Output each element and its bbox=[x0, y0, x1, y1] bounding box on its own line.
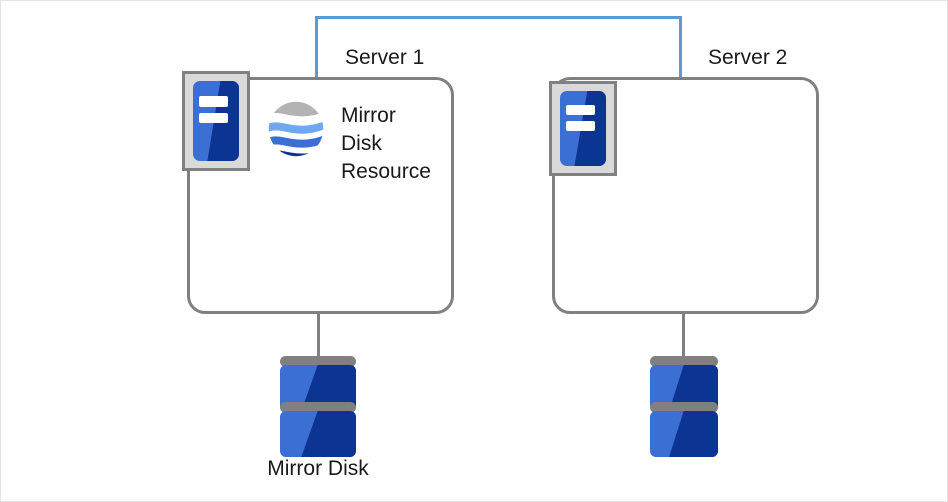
mirror-disk-resource-globe-icon bbox=[267, 100, 325, 158]
server-bay-bar-1 bbox=[566, 105, 595, 115]
server-2-box bbox=[552, 77, 819, 314]
interconnect-line-left-vertical bbox=[315, 16, 318, 78]
disk-platter-2 bbox=[650, 411, 718, 457]
server-bay-bar-1 bbox=[199, 96, 228, 107]
server-icon bbox=[549, 81, 617, 176]
server-icon bbox=[182, 71, 250, 171]
disk-platter-2-shade bbox=[669, 411, 718, 457]
server-2-label: Server 2 bbox=[708, 46, 788, 69]
disk-cap-middle bbox=[280, 402, 356, 413]
disk-platter-2 bbox=[280, 411, 356, 457]
disk-platter-2-shade bbox=[301, 411, 356, 457]
server-chassis bbox=[193, 81, 239, 161]
server-2-disk-connector bbox=[682, 314, 685, 358]
disk-cap-top bbox=[280, 356, 356, 367]
server-2-disk-icon bbox=[650, 356, 718, 457]
interconnect-line-top-horizontal bbox=[315, 16, 682, 19]
disk-cap-top bbox=[650, 356, 718, 367]
server-1-label: Server 1 bbox=[345, 46, 425, 69]
mirror-disk-icon bbox=[280, 356, 356, 457]
mirror-disk-label: Mirror Disk bbox=[267, 457, 369, 480]
server-1-disk-connector bbox=[317, 314, 320, 358]
server-bay-bar-2 bbox=[566, 121, 595, 131]
server-chassis bbox=[560, 91, 606, 166]
interconnect-line-right-vertical bbox=[679, 16, 682, 78]
disk-cap-middle bbox=[650, 402, 718, 413]
server-bay-bar-2 bbox=[199, 113, 228, 124]
mirror-disk-resource-label: Mirror Disk Resource bbox=[341, 104, 431, 183]
